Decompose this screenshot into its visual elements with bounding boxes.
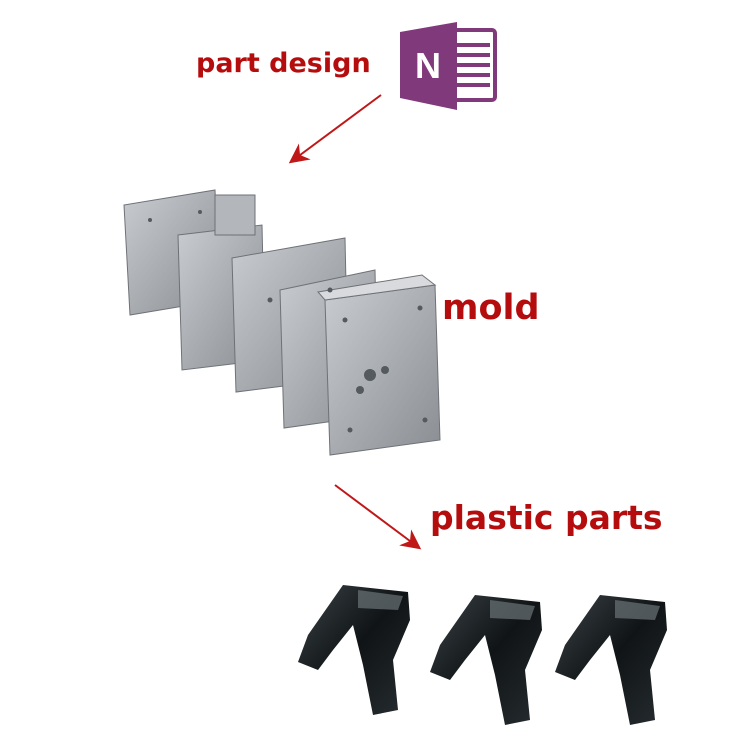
part-design-label: part design	[196, 48, 371, 79]
plastic-part	[555, 595, 667, 725]
arrow-design-to-mold	[288, 94, 382, 164]
onenote-icon: N	[400, 22, 497, 110]
plastic-part	[298, 585, 410, 715]
plastic-part	[430, 595, 542, 725]
plastic-parts-label: plastic parts	[430, 498, 663, 537]
svg-text:N: N	[415, 45, 441, 86]
mold-image	[123, 189, 441, 456]
mold-label: mold	[442, 288, 540, 328]
arrow-mold-to-parts	[334, 484, 422, 550]
plastic-parts-image	[298, 585, 667, 725]
